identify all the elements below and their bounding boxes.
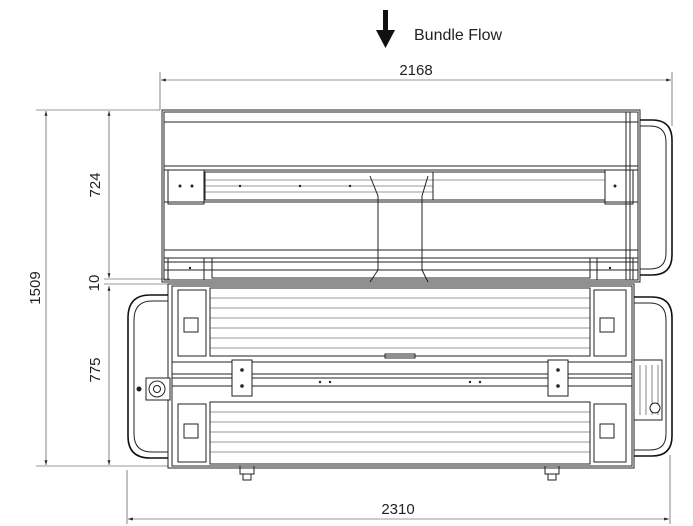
total-height-dimension: 1509 (27, 109, 168, 467)
gap-value: 10 (86, 275, 103, 292)
bottom-width-dimension: 2310 (126, 455, 671, 524)
gap-dimension: 10 (86, 275, 170, 292)
top-width-value: 2168 (399, 62, 432, 79)
down-arrow-head (376, 30, 395, 48)
upper-height-value: 724 (87, 172, 104, 197)
bottom-width-value: 2310 (381, 501, 414, 518)
bundle-flow-label: Bundle Flow (414, 27, 502, 44)
total-height-value: 1509 (27, 271, 44, 304)
down-arrow-icon (383, 10, 388, 34)
upper-section (161, 109, 673, 283)
top-width-dimension: 2168 (159, 62, 673, 126)
lower-height-value: 775 (87, 357, 104, 382)
upper-height-dimension: 724 (87, 111, 170, 280)
lower-height-dimension: 775 (87, 286, 111, 465)
lower-section (127, 283, 673, 481)
bundle-flow-indicator: Bundle Flow (376, 10, 502, 48)
